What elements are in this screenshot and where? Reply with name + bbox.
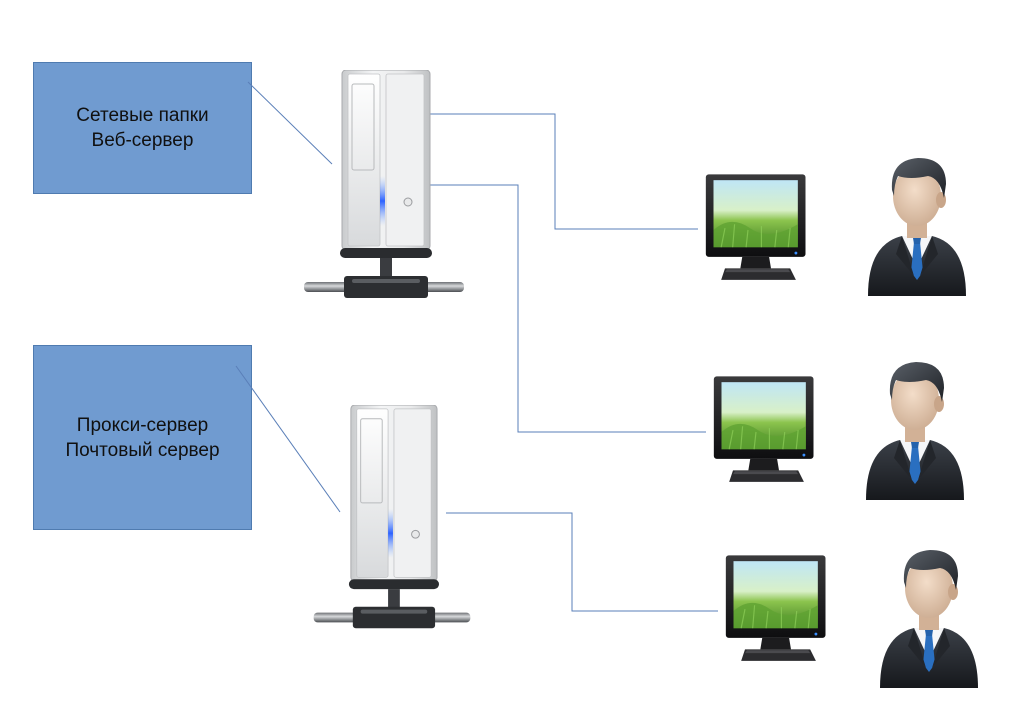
server-label-line: Сетевые папки (76, 105, 209, 126)
leader-line-2 (235, 365, 341, 513)
monitor-icon (713, 375, 815, 483)
server-label-line: Прокси-сервер (76, 414, 209, 436)
connector-line-3 (446, 512, 718, 612)
user-icon (880, 550, 978, 688)
server-label-line: Почтовый сервер (65, 439, 220, 461)
user-icon (866, 362, 964, 500)
server-label-box-2: Прокси-сервер Почтовый сервер (33, 345, 252, 530)
user-icon (868, 158, 966, 296)
monitor-icon (725, 554, 827, 662)
connector-line-2 (430, 184, 706, 433)
server-icon (304, 70, 464, 299)
server-icon (313, 405, 471, 629)
monitor-icon (705, 173, 807, 281)
connector-line-1 (430, 113, 698, 230)
server-label-line: Веб-сервер (91, 130, 194, 151)
leader-line-1 (247, 81, 333, 165)
server-label-box-1: Сетевые папки Веб-сервер (33, 62, 252, 194)
